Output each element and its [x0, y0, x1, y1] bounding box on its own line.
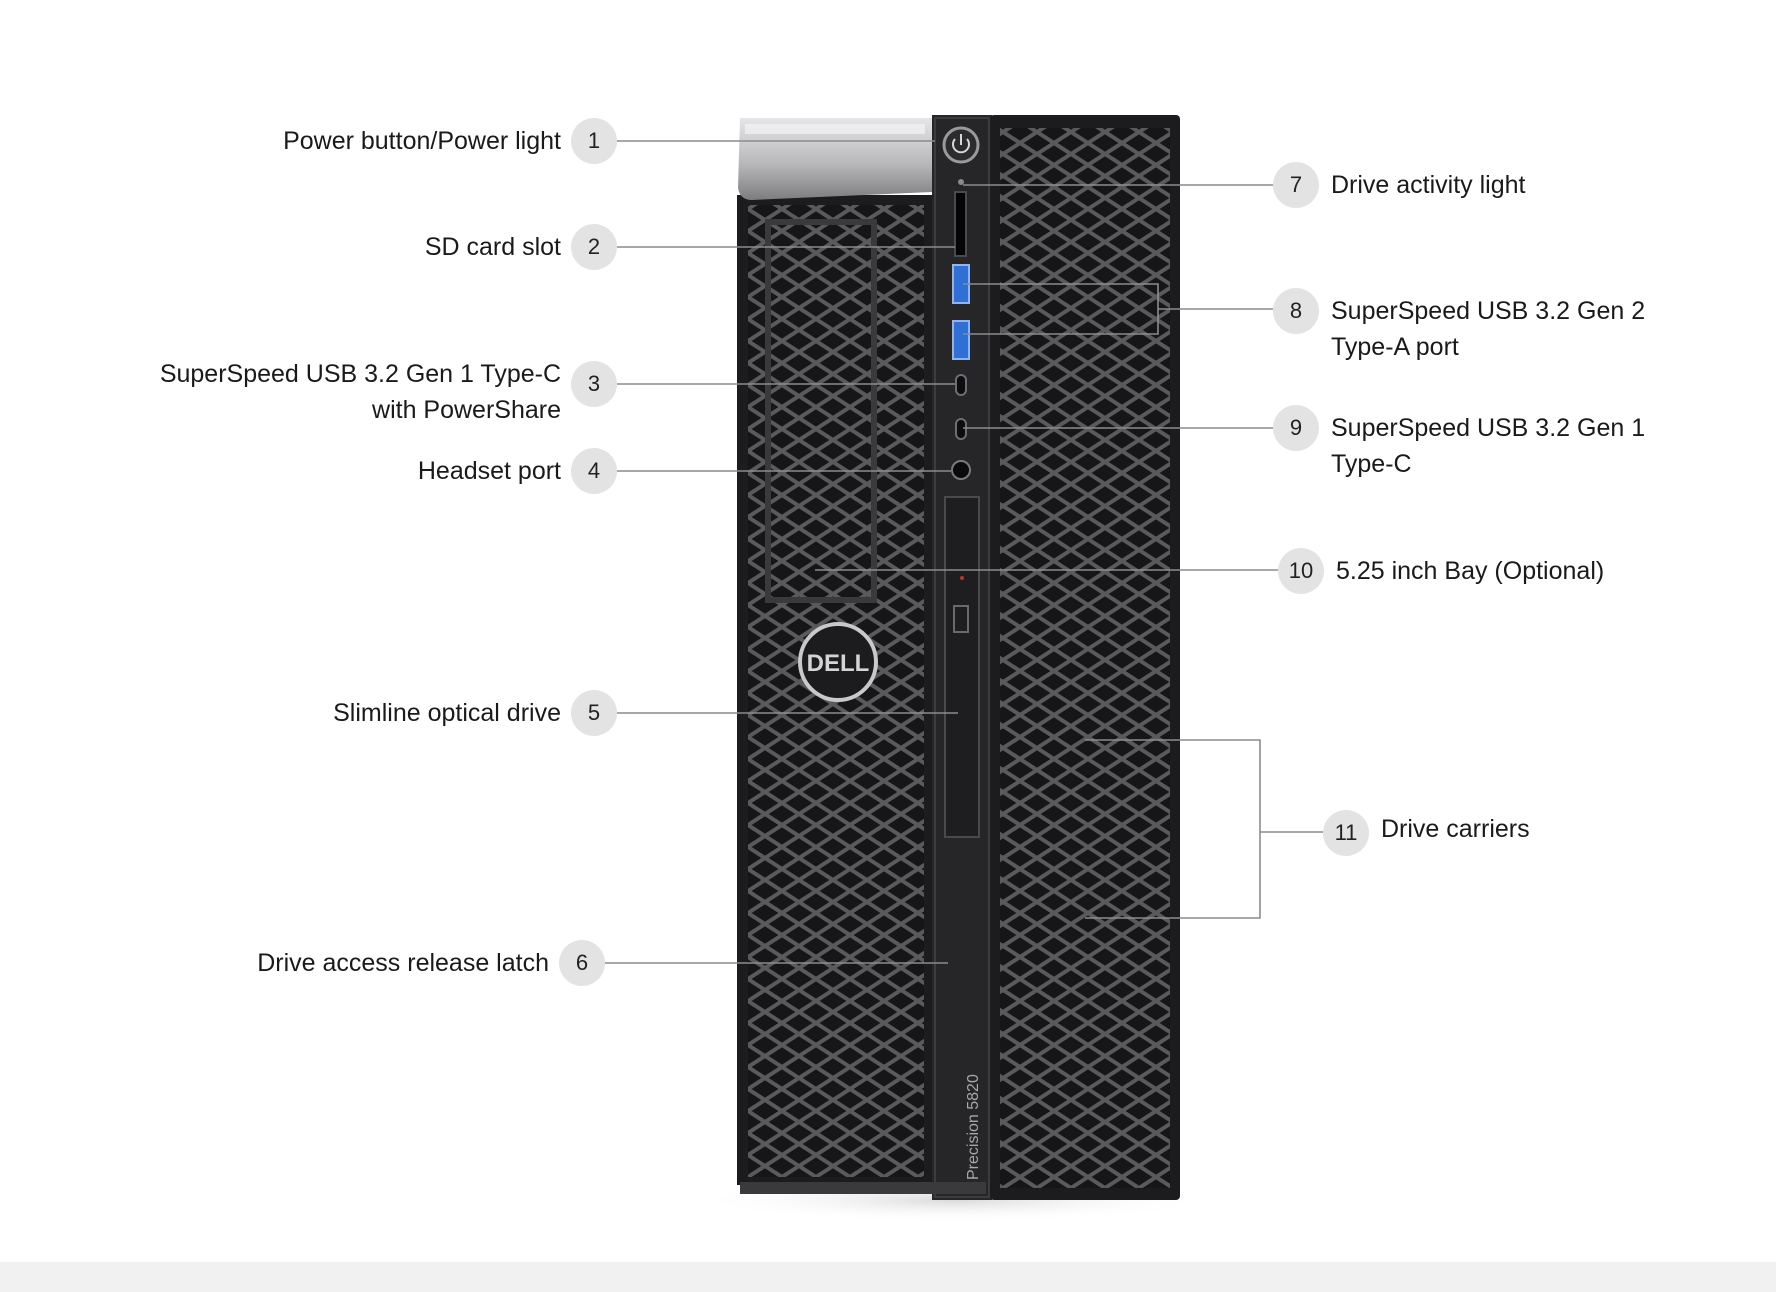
usb-c-port — [955, 418, 967, 440]
callout-8-label: SuperSpeed USB 3.2 Gen 2 Type-A port — [1331, 297, 1646, 361]
dell-logo-text: DELL — [807, 650, 870, 677]
callout-6-label: Drive access release latch — [257, 949, 549, 977]
bay-frame — [765, 219, 877, 603]
footer-band — [0, 1262, 1776, 1292]
callout-11-badge: 11 — [1323, 810, 1369, 856]
sd-card-slot — [954, 191, 967, 257]
io-strip-edge — [934, 117, 990, 1198]
callout-1-badge: 1 — [571, 118, 617, 164]
callout-5-label: Slimline optical drive — [333, 699, 561, 727]
callout-3-badge: 3 — [571, 361, 617, 407]
callout-11-label: Drive carriers — [1381, 815, 1530, 843]
callout-6-badge: 6 — [559, 940, 605, 986]
dell-logo — [798, 622, 878, 702]
callout-4-badge: 4 — [571, 448, 617, 494]
right-mesh-grille — [1000, 128, 1170, 1188]
carry-handle — [738, 118, 932, 200]
usb-a-port-2 — [952, 320, 970, 360]
callout-10-label: 5.25 inch Bay (Optional) — [1336, 557, 1605, 585]
callout-2-label: SD card slot — [424, 233, 561, 261]
leader-lines — [605, 140, 1323, 964]
headset-port — [951, 460, 971, 480]
optical-drive-led — [960, 576, 964, 580]
callout-9-label: SuperSpeed USB 3.2 Gen 1 Type-C — [1331, 414, 1646, 478]
handle-highlight — [745, 124, 925, 134]
callout-7-label: Drive activity light — [1331, 171, 1526, 199]
callout-7-badge: 7 — [1273, 162, 1319, 208]
callout-8-badge: 8 — [1273, 288, 1319, 334]
callout-3-label: SuperSpeed USB 3.2 Gen 1 Type-C with Pow… — [159, 360, 561, 424]
callout-4-label: Headset port — [417, 457, 561, 485]
callout-9-badge: 9 — [1273, 405, 1319, 451]
callout-2-badge: 2 — [571, 224, 617, 270]
optical-eject-button — [953, 605, 969, 633]
callout-5-badge: 5 — [571, 690, 617, 736]
leader-bracket-11 — [1085, 739, 1261, 919]
usb-c-powershare-port — [955, 374, 967, 396]
model-name-text: Precision 5820 — [965, 1074, 982, 1180]
drive-activity-led — [958, 179, 964, 185]
case-foot — [740, 1182, 986, 1194]
callout-10-badge: 10 — [1278, 548, 1324, 594]
power-icon — [952, 138, 970, 154]
slimline-optical-drive — [944, 496, 980, 838]
callout-1-label: Power button/Power light — [283, 127, 561, 155]
